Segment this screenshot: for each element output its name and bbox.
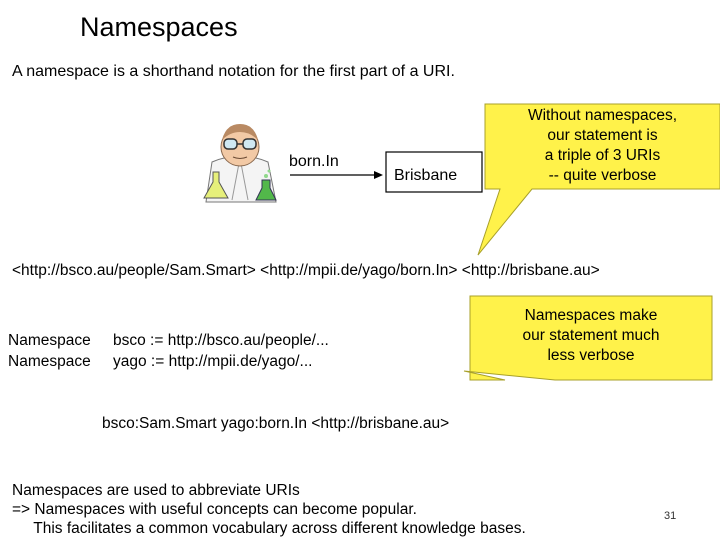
scientist-icon	[204, 124, 276, 202]
bottom-line: => Namespaces with useful concepts can b…	[12, 500, 526, 519]
namespace-definition: bsco := http://bsco.au/people/...	[113, 330, 329, 351]
bottom-line: Namespaces are used to abbreviate URIs	[12, 481, 526, 500]
callout-mid-line: our statement much	[470, 326, 712, 346]
namespace-keyword: Namespace	[8, 330, 91, 351]
callout-top-line: a triple of 3 URIs	[485, 146, 720, 166]
bottom-text: Namespaces are used to abbreviate URIs =…	[12, 481, 526, 538]
callout-top-line: -- quite verbose	[485, 166, 720, 186]
callout-mid-line: less verbose	[470, 346, 712, 366]
full-uri-statement: <http://bsco.au/people/Sam.Smart> <http:…	[12, 261, 600, 281]
page-number: 31	[664, 509, 676, 523]
callout-mid-line: Namespaces make	[470, 306, 712, 326]
namespace-definition: yago := http://mpii.de/yago/...	[113, 351, 329, 372]
prefixed-statement: bsco:Sam.Smart yago:born.In <http://bris…	[102, 414, 449, 434]
callout-top-text: Without namespaces, our statement is a t…	[485, 106, 720, 186]
bottom-line: This facilitates a common vocabulary acr…	[12, 519, 526, 538]
namespace-definitions: bsco := http://bsco.au/people/... yago :…	[113, 330, 329, 372]
callout-mid-text: Namespaces make our statement much less …	[470, 306, 712, 366]
predicate-label: born.In	[289, 152, 339, 172]
callout-top-line: our statement is	[485, 126, 720, 146]
namespace-keyword: Namespace	[8, 351, 91, 372]
object-label: Brisbane	[394, 166, 457, 186]
namespace-keywords: Namespace Namespace	[8, 330, 91, 372]
callout-top-line: Without namespaces,	[485, 106, 720, 126]
predicate-arrow	[290, 171, 383, 179]
